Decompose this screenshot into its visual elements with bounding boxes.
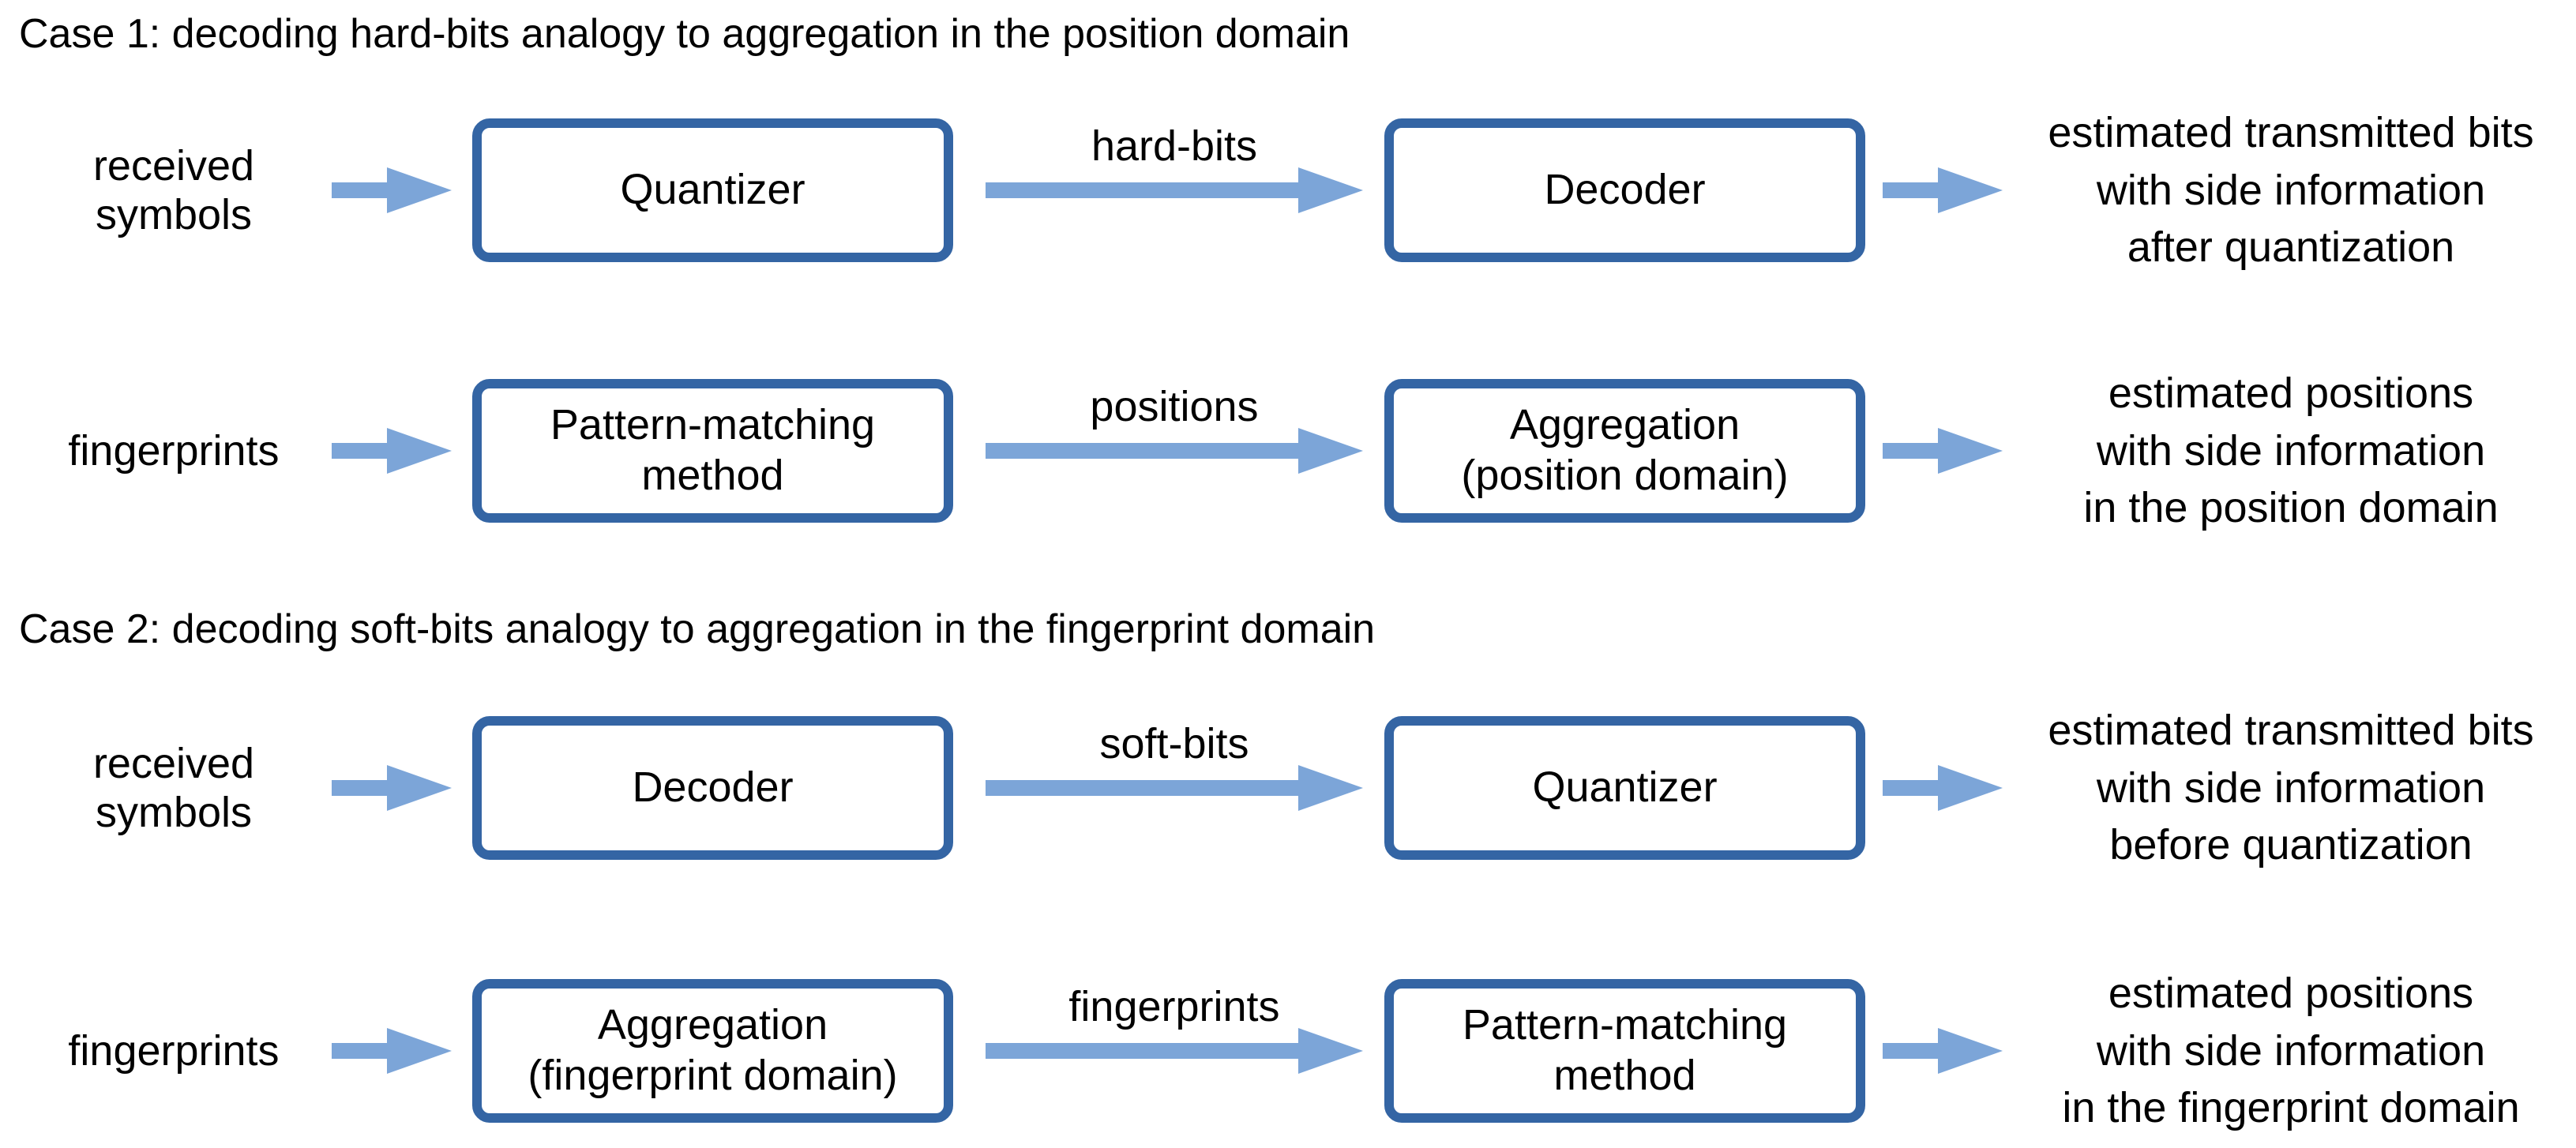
right-arrow-icon (986, 765, 1363, 811)
process-box: Pattern-matching method (1384, 979, 1865, 1123)
output-label: estimated positions with side informatio… (2083, 369, 2499, 532)
right-arrow-icon (1883, 428, 2003, 474)
process-box: Quantizer (1384, 716, 1865, 860)
input-label: fingerprints (68, 426, 280, 475)
flow-row-case1-bottom: fingerprints Pattern-matching method pos… (0, 370, 2576, 532)
process-box: Decoder (472, 716, 953, 860)
arrow-label: soft-bits (1099, 719, 1249, 767)
process-box: Quantizer (472, 118, 953, 262)
right-arrow-icon (986, 428, 1363, 474)
process-box: Pattern-matching method (472, 379, 953, 523)
right-arrow-icon (332, 167, 452, 213)
right-arrow-icon (986, 1028, 1363, 1074)
output-label: estimated transmitted bits with side inf… (2048, 108, 2534, 272)
arrow-label: hard-bits (1091, 122, 1258, 170)
right-arrow-icon (1883, 765, 2003, 811)
right-arrow-icon (1883, 167, 2003, 213)
flow-row-case1-top: received symbols Quantizer hard-bits Dec… (0, 109, 2576, 272)
mid-arrow-group: positions (986, 379, 1363, 523)
right-arrow-icon (1883, 1028, 2003, 1074)
arrow-label: positions (1090, 382, 1259, 430)
process-box: Aggregation (position domain) (1384, 379, 1865, 523)
input-label: received symbols (92, 739, 255, 836)
case-1-title: Case 1: decoding hard-bits analogy to ag… (19, 11, 1350, 57)
mid-arrow-group: soft-bits (986, 716, 1363, 860)
right-arrow-icon (332, 1028, 452, 1074)
arrow-label: fingerprints (1068, 982, 1280, 1030)
output-label: estimated positions with side informatio… (2062, 969, 2520, 1132)
mid-arrow-group: hard-bits (986, 118, 1363, 262)
case-2-title: Case 2: decoding soft-bits analogy to ag… (19, 606, 1376, 652)
mid-arrow-group: fingerprints (986, 979, 1363, 1123)
input-label: received symbols (92, 141, 255, 238)
process-box: Aggregation (fingerprint domain) (472, 979, 953, 1123)
flow-row-case2-bottom: fingerprints Aggregation (fingerprint do… (0, 970, 2576, 1132)
process-box: Decoder (1384, 118, 1865, 262)
right-arrow-icon (332, 765, 452, 811)
input-label: fingerprints (68, 1026, 280, 1075)
right-arrow-icon (986, 167, 1363, 213)
flow-row-case2-top: received symbols Decoder soft-bits Quant… (0, 707, 2576, 869)
right-arrow-icon (332, 428, 452, 474)
output-label: estimated transmitted bits with side inf… (2048, 706, 2534, 869)
